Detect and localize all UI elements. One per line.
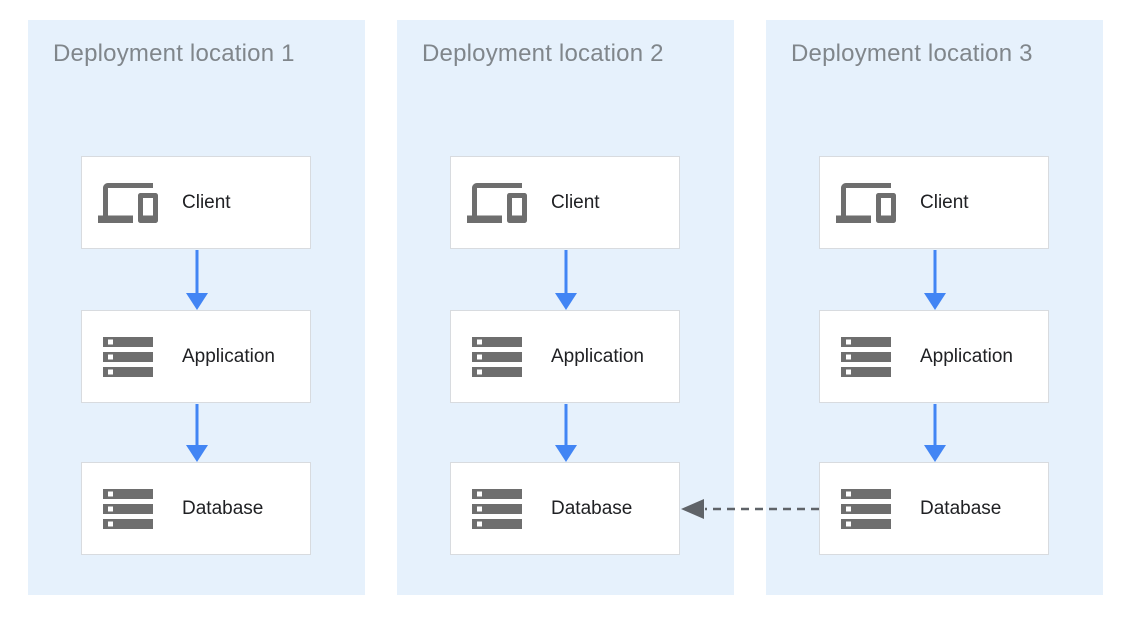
- client-node-2: Client: [450, 156, 680, 249]
- panel-title: Deployment location 1: [53, 40, 295, 67]
- devices-icon: [836, 173, 896, 233]
- storage-icon: [836, 327, 896, 387]
- deployment-location-1-panel: Deployment location 1 Client Application…: [28, 20, 365, 595]
- devices-icon: [98, 173, 158, 233]
- storage-icon: [836, 479, 896, 539]
- panel-title: Deployment location 2: [422, 40, 664, 67]
- application-node-2: Application: [450, 310, 680, 403]
- node-label: Application: [920, 345, 1013, 367]
- storage-icon: [467, 327, 527, 387]
- devices-icon: [467, 173, 527, 233]
- node-label: Database: [920, 497, 1002, 519]
- deployment-location-3-panel: Deployment location 3 Client Application…: [766, 20, 1103, 595]
- node-label: Database: [551, 497, 633, 519]
- deployment-location-2-panel: Deployment location 2 Client Application…: [397, 20, 734, 595]
- node-label: Application: [551, 345, 644, 367]
- database-node-1: Database: [81, 462, 311, 555]
- database-node-3: Database: [819, 462, 1049, 555]
- panel-title: Deployment location 3: [791, 40, 1033, 67]
- client-node-3: Client: [819, 156, 1049, 249]
- database-node-2: Database: [450, 462, 680, 555]
- node-label: Application: [182, 345, 275, 367]
- storage-icon: [98, 327, 158, 387]
- node-label: Client: [551, 191, 600, 213]
- application-node-1: Application: [81, 310, 311, 403]
- node-label: Database: [182, 497, 264, 519]
- client-node-1: Client: [81, 156, 311, 249]
- storage-icon: [98, 479, 158, 539]
- application-node-3: Application: [819, 310, 1049, 403]
- node-label: Client: [920, 191, 969, 213]
- storage-icon: [467, 479, 527, 539]
- node-label: Client: [182, 191, 231, 213]
